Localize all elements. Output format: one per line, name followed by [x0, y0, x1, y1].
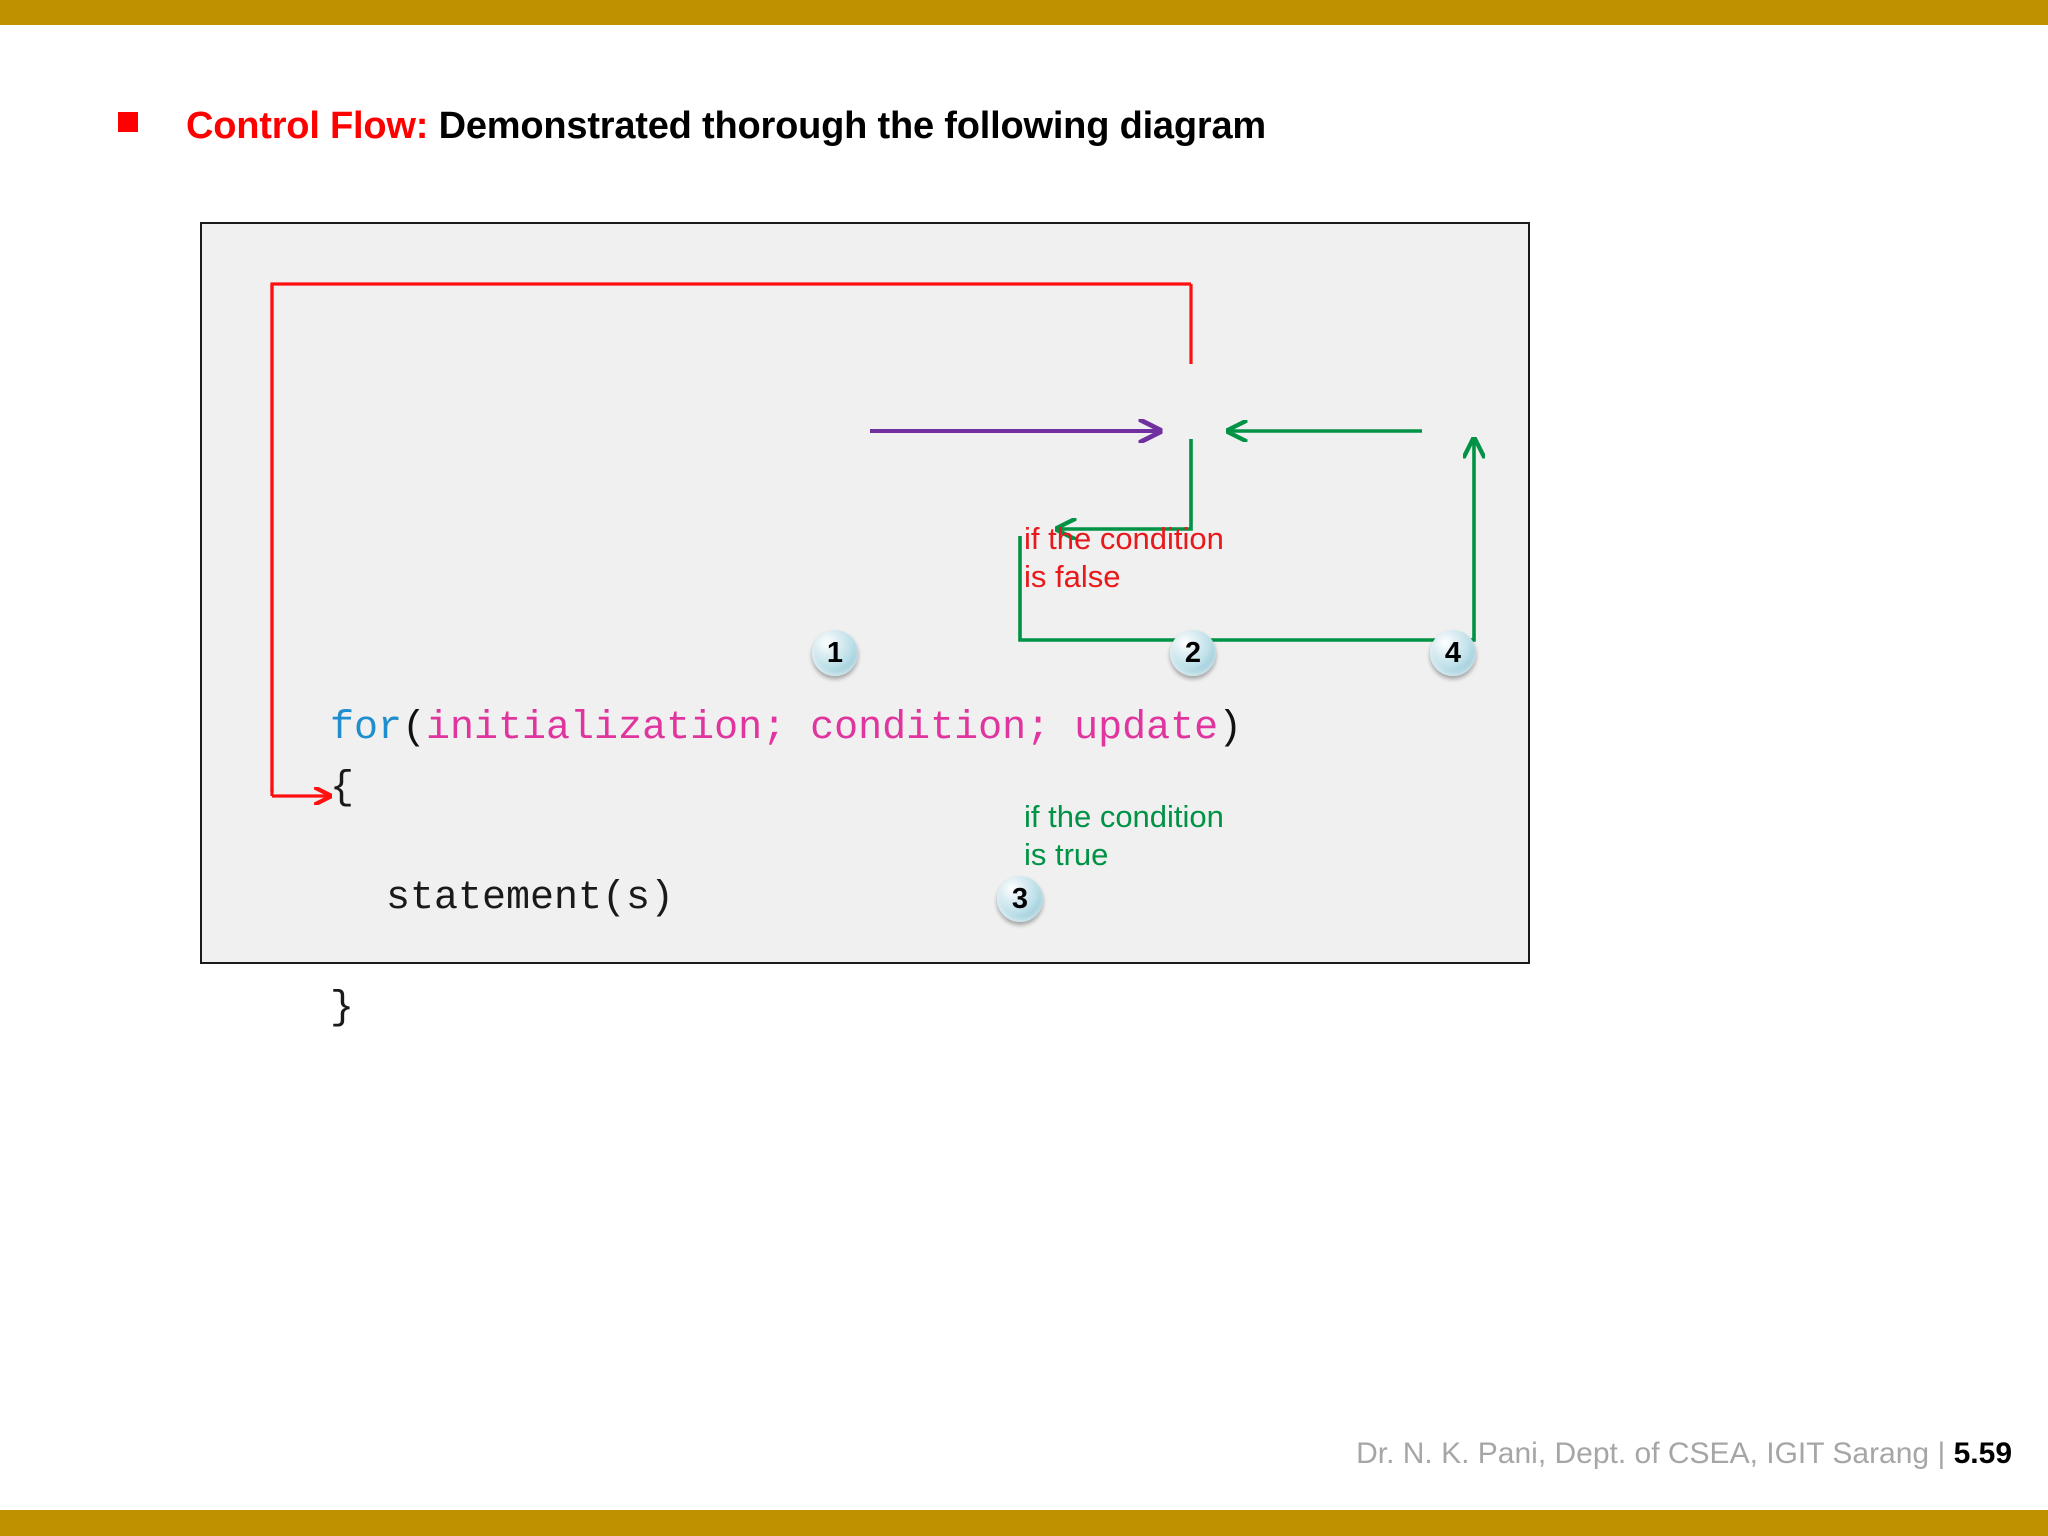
code-line-open-brace: {	[330, 766, 355, 811]
flow-node-3: 3	[997, 876, 1043, 922]
flow-node-2: 2	[1170, 630, 1216, 676]
code-block: for(initialization; condition; update) {…	[202, 224, 1532, 1029]
annotation-condition-true: if the condition is true	[1024, 799, 1224, 872]
for-keyword: for	[330, 706, 403, 751]
footer-page-number: 5.59	[1953, 1437, 2012, 1470]
statements-to-update-path	[1018, 439, 1474, 642]
condition-true-to-statements-arrow	[1057, 439, 1193, 529]
bottom-accent-bar	[0, 1510, 2048, 1536]
code-line-for: for(initialization; condition; update)	[330, 709, 1242, 749]
control-flow-diagram: for(initialization; condition; update) {…	[200, 222, 1532, 1029]
code-line-statements: statement(s)	[386, 876, 675, 921]
code-line-close-brace: }	[330, 986, 355, 1031]
footer-separator: |	[1937, 1437, 1946, 1470]
annotation-condition-false: if the condition is false	[1024, 521, 1224, 594]
title-rest: Demonstrated thorough the following diag…	[428, 105, 1267, 147]
open-paren: (	[402, 706, 427, 751]
for-arguments: initialization; condition; update	[426, 706, 1219, 751]
flow-node-1: 1	[812, 630, 858, 676]
slide-footer: Dr. N. K. Pani, Dept. of CSEA, IGIT Sara…	[1356, 1437, 2012, 1471]
page-title: Control Flow: Demonstrated thorough the …	[118, 105, 1266, 148]
square-bullet-icon	[118, 112, 138, 132]
close-paren: )	[1218, 706, 1243, 751]
top-accent-bar	[0, 0, 2048, 25]
flow-arrows-svg	[270, 282, 1532, 966]
flow-node-4: 4	[1430, 630, 1476, 676]
title-highlight: Control Flow:	[186, 105, 429, 147]
false-exit-tail	[270, 284, 330, 796]
footer-credit: Dr. N. K. Pani, Dept. of CSEA, IGIT Sara…	[1356, 1437, 1930, 1470]
